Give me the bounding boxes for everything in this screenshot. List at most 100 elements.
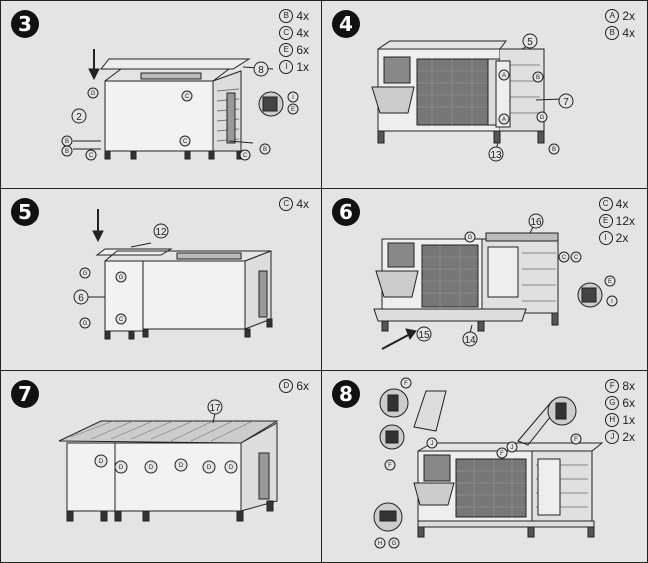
part-qty: 12x	[615, 213, 635, 228]
step-4-illustration: 5 7 13 A A B G B	[371, 33, 574, 162]
part-letter-icon: G	[605, 395, 620, 410]
part-letter-icon: I	[598, 230, 613, 245]
callout-12: 12	[153, 223, 169, 239]
callout-label: D	[229, 465, 234, 471]
callout-label: 13	[490, 150, 502, 161]
part-qty: 4x	[622, 25, 635, 40]
callout-label: B	[263, 147, 267, 153]
callout-label: 5	[527, 37, 533, 48]
roof-panel	[99, 58, 251, 70]
pull-out-tray	[373, 308, 527, 322]
step-number-badge: 8	[332, 380, 360, 408]
callout-label: E	[608, 279, 612, 285]
callout-label: I	[611, 299, 613, 305]
push-arrow	[381, 332, 413, 350]
callout-7: 7	[558, 93, 574, 109]
part-qty: 2x	[622, 8, 635, 23]
callout-label: I	[292, 95, 294, 101]
callout-label: G	[392, 541, 397, 547]
callout-15: 15	[416, 326, 432, 342]
callout-label: D	[179, 463, 184, 469]
part-letter-icon: C	[279, 196, 294, 211]
callout-label: G	[83, 321, 88, 327]
part-qty: 2x	[622, 429, 635, 444]
callout-label: B	[65, 149, 69, 155]
callout-label: C	[243, 153, 248, 159]
callout-2: 2	[71, 108, 87, 124]
mesh-panel	[416, 58, 490, 126]
part-letter-icon: E	[598, 213, 613, 228]
callout-label: C	[562, 255, 567, 261]
callout-label: 7	[563, 97, 569, 108]
part-qty: 1x	[622, 412, 635, 427]
callout-label: G	[119, 275, 124, 281]
callout-label: J	[431, 441, 434, 447]
part-letter-icon: I	[279, 59, 294, 74]
step-number-badge: 7	[11, 380, 39, 408]
callout-label: F	[404, 381, 408, 387]
part-qty: 8x	[622, 378, 635, 393]
window-mesh	[383, 56, 411, 84]
step-6-illustration: 16 15 14 G C C E I	[373, 213, 618, 350]
callout-label: F	[574, 437, 578, 443]
part-qty: 6x	[296, 378, 309, 393]
callout-5: 5	[522, 33, 538, 49]
roof-panel	[95, 248, 173, 256]
callout-label: D	[207, 465, 212, 471]
callout-label: 6	[78, 293, 84, 304]
back-panel	[104, 80, 214, 152]
callout-label: G	[91, 91, 96, 97]
callout-17: 17	[207, 399, 223, 415]
detail-zoom-circle	[373, 502, 403, 532]
callout-6: 6	[73, 289, 89, 305]
callout-label: G	[468, 235, 473, 241]
callout-13: 13	[488, 146, 504, 162]
callout-label: 12	[155, 227, 167, 238]
callout-16: 16	[528, 213, 544, 229]
callout-label: C	[183, 139, 188, 145]
part-qty: 4x	[296, 8, 309, 23]
step-number-badge: 3	[11, 10, 39, 38]
mesh-panel	[455, 458, 527, 518]
part-letter-icon: B	[605, 25, 620, 40]
part-letter-icon: E	[279, 42, 294, 57]
callout-label: D	[149, 465, 154, 471]
step-5-illustration: 12 6 G G G C	[73, 209, 273, 340]
detail-zoom-circle	[547, 396, 577, 426]
callout-label: 17	[209, 403, 221, 414]
callout-label: 8	[258, 65, 264, 76]
detail-zoom-circle	[379, 424, 405, 450]
callout-label: B	[536, 75, 540, 81]
step-3-illustration: 8 2 G C C B B C C B I E	[61, 49, 299, 161]
callout-label: C	[574, 255, 579, 261]
part-letter-icon: H	[605, 412, 620, 427]
part-qty: 4x	[296, 25, 309, 40]
callout-label: D	[119, 465, 124, 471]
part-qty: 4x	[615, 196, 629, 211]
part-qty: 4x	[296, 196, 309, 211]
callout-label: C	[119, 317, 124, 323]
callout-label: C	[89, 153, 94, 159]
callout-label: C	[185, 94, 190, 100]
part-letter-icon: A	[605, 8, 620, 23]
part-qty: 6x	[622, 395, 635, 410]
part-letter-icon: J	[605, 429, 620, 444]
part-letter-icon: B	[279, 8, 294, 23]
